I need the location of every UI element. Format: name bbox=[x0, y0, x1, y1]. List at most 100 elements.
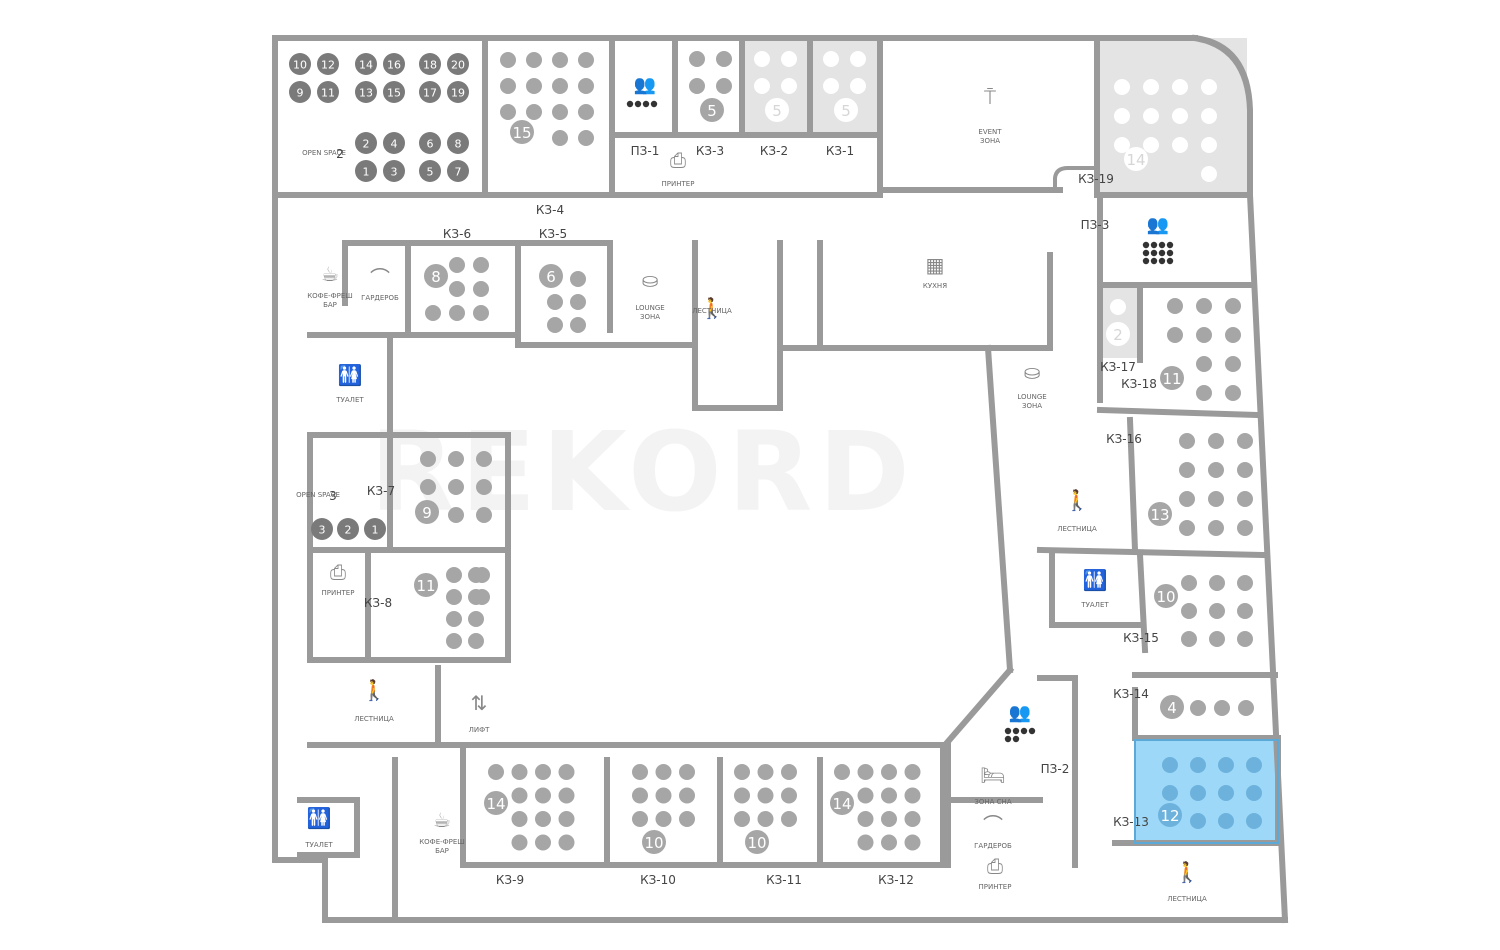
desk-seat[interactable] bbox=[476, 451, 492, 467]
desk-seat[interactable] bbox=[850, 51, 866, 67]
desk-seat[interactable] bbox=[1190, 757, 1206, 773]
room-k3-5[interactable]: 6КЗ-5 bbox=[539, 227, 586, 333]
open-space-seat[interactable] bbox=[383, 81, 405, 103]
desk-seat[interactable] bbox=[578, 52, 594, 68]
desk-seat[interactable] bbox=[1237, 603, 1253, 619]
room-k3-17[interactable]: 2КЗ-17 bbox=[1100, 299, 1136, 374]
desk-seat[interactable] bbox=[448, 451, 464, 467]
desk-seat[interactable] bbox=[904, 811, 921, 827]
desk-seat[interactable] bbox=[446, 589, 462, 605]
desk-seat[interactable] bbox=[823, 51, 839, 67]
desk-seat[interactable] bbox=[1237, 575, 1253, 591]
desk-seat[interactable] bbox=[1181, 603, 1197, 619]
desk-seat[interactable] bbox=[570, 294, 586, 310]
desk-seat[interactable] bbox=[679, 764, 695, 780]
desk-seat[interactable] bbox=[446, 567, 462, 583]
desk-seat[interactable] bbox=[535, 764, 551, 780]
desk-seat[interactable] bbox=[1190, 813, 1206, 829]
desk-seat[interactable] bbox=[1225, 298, 1241, 314]
desk-seat[interactable] bbox=[1201, 108, 1217, 124]
desk-seat[interactable] bbox=[448, 507, 464, 523]
open-space-seat[interactable] bbox=[447, 132, 469, 154]
desk-seat[interactable] bbox=[1196, 356, 1212, 372]
desk-seat[interactable] bbox=[476, 507, 492, 523]
room-k3-3[interactable]: 5КЗ-3 bbox=[689, 51, 732, 158]
desk-seat[interactable] bbox=[857, 834, 874, 851]
desk-seat[interactable] bbox=[1190, 700, 1206, 716]
desk-seat[interactable] bbox=[511, 787, 528, 804]
desk-seat[interactable] bbox=[1237, 433, 1253, 449]
desk-seat[interactable] bbox=[1143, 137, 1159, 153]
desk-seat[interactable] bbox=[526, 78, 542, 94]
desk-seat[interactable] bbox=[425, 305, 441, 321]
desk-seat[interactable] bbox=[1214, 700, 1230, 716]
desk-seat[interactable] bbox=[558, 834, 575, 851]
desk-seat[interactable] bbox=[881, 787, 897, 804]
open-space-seat[interactable] bbox=[419, 132, 441, 154]
desk-seat[interactable] bbox=[1237, 520, 1253, 536]
open-space-seat[interactable] bbox=[383, 132, 405, 154]
desk-seat[interactable] bbox=[511, 811, 528, 827]
desk-seat[interactable] bbox=[474, 567, 490, 583]
desk-seat[interactable] bbox=[1143, 108, 1159, 124]
desk-seat[interactable] bbox=[834, 764, 850, 780]
desk-seat[interactable] bbox=[734, 811, 750, 827]
desk-seat[interactable] bbox=[754, 51, 770, 67]
desk-seat[interactable] bbox=[473, 305, 489, 321]
desk-seat[interactable] bbox=[689, 78, 705, 94]
desk-seat[interactable] bbox=[632, 811, 648, 827]
desk-seat[interactable] bbox=[1196, 327, 1212, 343]
desk-seat[interactable] bbox=[716, 51, 732, 67]
desk-seat[interactable] bbox=[473, 257, 489, 273]
desk-seat[interactable] bbox=[468, 633, 484, 649]
desk-seat[interactable] bbox=[716, 78, 732, 94]
desk-seat[interactable] bbox=[558, 811, 575, 827]
desk-seat[interactable] bbox=[570, 317, 586, 333]
open-space-seat[interactable] bbox=[419, 81, 441, 103]
open-space-seat[interactable] bbox=[317, 81, 339, 103]
desk-seat[interactable] bbox=[1110, 299, 1126, 315]
room-k3-1[interactable]: 5КЗ-1 bbox=[823, 51, 866, 158]
room-k3-7[interactable]: 9КЗ-7 bbox=[367, 451, 492, 524]
open-space-seat[interactable] bbox=[447, 53, 469, 75]
desk-seat[interactable] bbox=[1225, 385, 1241, 401]
desk-seat[interactable] bbox=[850, 78, 866, 94]
meeting-room-p3-3[interactable]: 👥ПЗ-3 bbox=[1081, 215, 1174, 265]
desk-seat[interactable] bbox=[1172, 137, 1188, 153]
open-space-seat[interactable] bbox=[355, 132, 377, 154]
desk-seat[interactable] bbox=[1201, 137, 1217, 153]
desk-seat[interactable] bbox=[558, 787, 575, 804]
desk-seat[interactable] bbox=[552, 130, 568, 146]
desk-seat[interactable] bbox=[500, 104, 516, 120]
desk-seat[interactable] bbox=[1208, 462, 1224, 478]
desk-seat[interactable] bbox=[578, 104, 594, 120]
desk-seat[interactable] bbox=[781, 78, 797, 94]
desk-seat[interactable] bbox=[655, 787, 672, 804]
desk-seat[interactable] bbox=[474, 589, 490, 605]
desk-seat[interactable] bbox=[679, 811, 695, 827]
desk-seat[interactable] bbox=[1179, 491, 1195, 507]
desk-seat[interactable] bbox=[1208, 433, 1224, 449]
desk-seat[interactable] bbox=[781, 787, 797, 804]
desk-seat[interactable] bbox=[547, 317, 563, 333]
open-space-seat[interactable] bbox=[355, 160, 377, 182]
desk-seat[interactable] bbox=[578, 130, 594, 146]
desk-seat[interactable] bbox=[473, 281, 489, 297]
desk-seat[interactable] bbox=[857, 787, 874, 804]
desk-seat[interactable] bbox=[781, 764, 797, 780]
desk-seat[interactable] bbox=[881, 834, 897, 851]
desk-seat[interactable] bbox=[1225, 327, 1241, 343]
desk-seat[interactable] bbox=[552, 78, 568, 94]
desk-seat[interactable] bbox=[1246, 757, 1262, 773]
desk-seat[interactable] bbox=[449, 257, 465, 273]
desk-seat[interactable] bbox=[547, 294, 563, 310]
desk-seat[interactable] bbox=[420, 451, 436, 467]
